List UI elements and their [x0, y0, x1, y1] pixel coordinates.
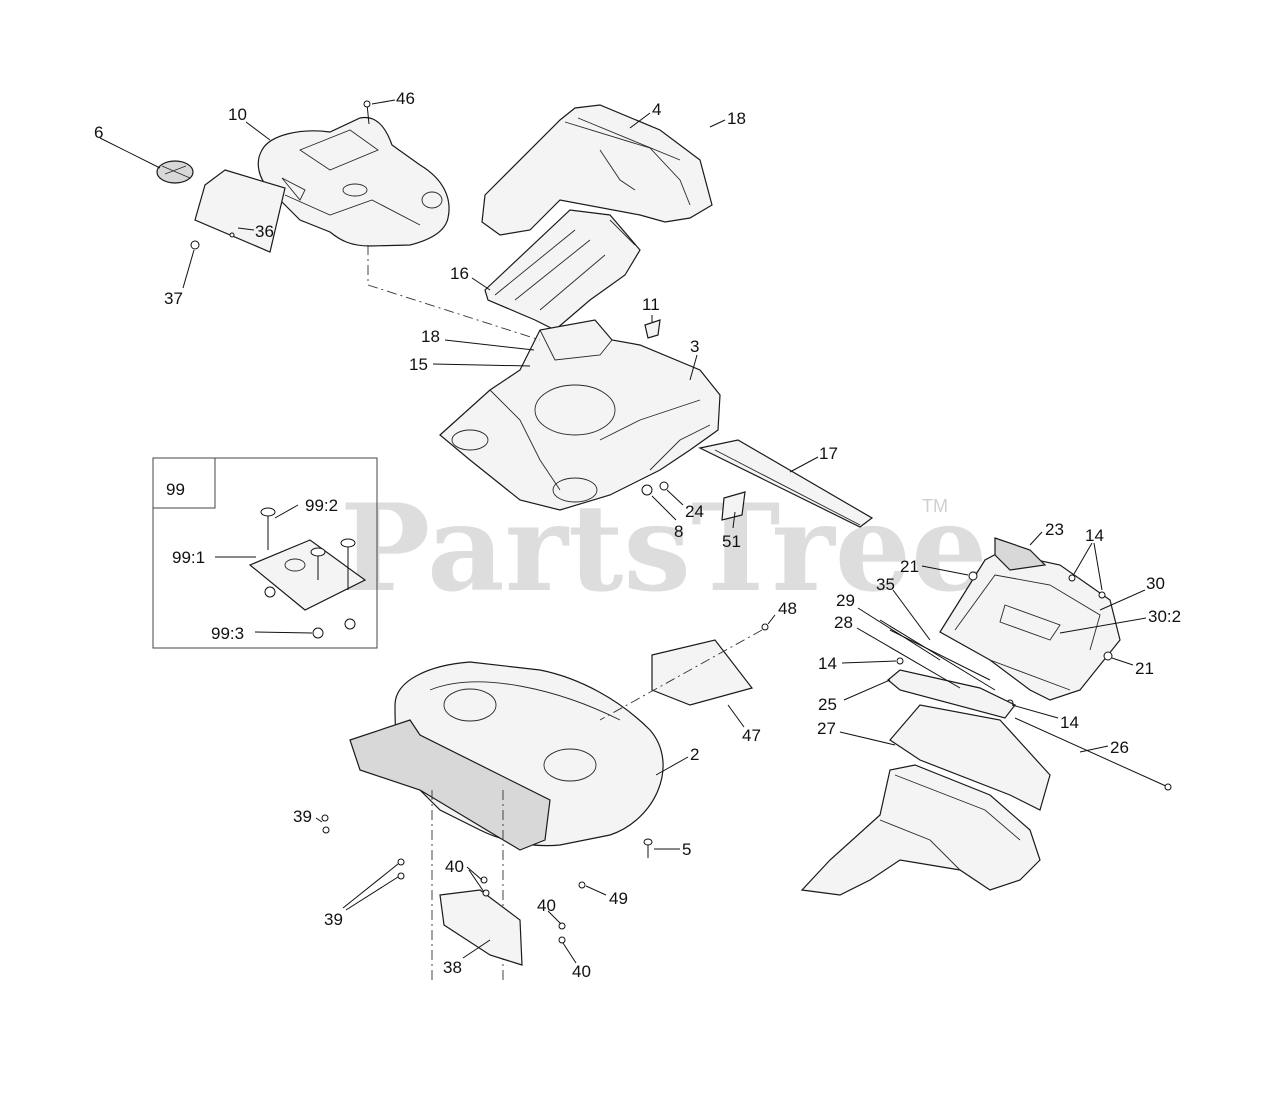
inset-99: 99: [152, 457, 378, 649]
callout-15: 15: [409, 355, 428, 374]
watermark-text: PartsTree: [340, 478, 987, 619]
part-51-label[interactable]: [721, 491, 746, 521]
callout-99-3: 99:3: [211, 624, 244, 643]
callout-51: 51: [722, 532, 741, 551]
part-99-3-nuts[interactable]: [264, 586, 356, 639]
callout-48: 48: [778, 599, 797, 618]
alignment-line-48: [599, 629, 763, 721]
callout-40-bottom: 40: [572, 962, 591, 981]
part-49-screw[interactable]: [578, 881, 586, 889]
part-16-guide[interactable]: [484, 209, 641, 331]
callout-38: 38: [443, 958, 462, 977]
callout-8: 8: [674, 522, 683, 541]
part-48-screw[interactable]: [761, 623, 769, 631]
callout-46: 46: [396, 89, 415, 108]
lower-right-duct[interactable]: [800, 764, 1041, 896]
callout-39-top: 39: [293, 807, 312, 826]
callout-30: 30: [1146, 574, 1165, 593]
callout-4: 4: [652, 100, 661, 119]
callout-28: 28: [834, 613, 853, 632]
callout-14-left: 14: [818, 654, 837, 673]
callout-3: 3: [690, 337, 699, 356]
part-5-bolt[interactable]: [643, 838, 653, 858]
part-8-24-hardware[interactable]: [641, 481, 669, 496]
callout-14-right: 14: [1060, 713, 1079, 732]
callout-40-top: 40: [445, 857, 464, 876]
callout-40-mid: 40: [537, 896, 556, 915]
callout-23: 23: [1045, 520, 1064, 539]
callout-27: 27: [817, 719, 836, 738]
part-47-plate[interactable]: [651, 639, 754, 706]
callout-99-1: 99:1: [172, 548, 205, 567]
alignment-lines-38: [431, 790, 504, 980]
alignment-line-cover: [367, 245, 541, 341]
part-38-bracket[interactable]: [439, 889, 523, 966]
part-99-1-plate[interactable]: [248, 539, 367, 611]
watermark-trademark: TM: [922, 496, 948, 516]
part-39-40-hardware[interactable]: [321, 814, 566, 944]
part-26-rod[interactable]: [1014, 717, 1172, 791]
callout-39-bottom: 39: [324, 910, 343, 929]
part-6-knob[interactable]: [156, 160, 194, 184]
callout-21-right: 21: [1135, 659, 1154, 678]
part-37-nut[interactable]: [190, 240, 200, 250]
callout-24: 24: [685, 502, 704, 521]
callout-10: 10: [228, 105, 247, 124]
callout-14-top: 14: [1085, 526, 1104, 545]
part-27-plate[interactable]: [889, 704, 1051, 811]
callout-37: 37: [164, 289, 183, 308]
part-99-2-bolts[interactable]: [260, 507, 356, 590]
part-11-clip[interactable]: [644, 319, 661, 339]
callout-16: 16: [450, 264, 469, 283]
part-46-bolt[interactable]: [363, 100, 371, 125]
callout-99-2: 99:2: [305, 496, 338, 515]
callout-2: 2: [690, 745, 699, 764]
part-3-frame[interactable]: [439, 319, 721, 511]
part-25-linkage[interactable]: [879, 619, 1016, 719]
callout-47: 47: [742, 726, 761, 745]
callout-49: 49: [609, 889, 628, 908]
part-17-bar[interactable]: [698, 439, 874, 528]
callout-17: 17: [819, 444, 838, 463]
part-36-plate[interactable]: [194, 169, 286, 253]
callout-25: 25: [818, 695, 837, 714]
part-10-top-cover[interactable]: [257, 116, 450, 247]
part-23-knob[interactable]: [994, 537, 1047, 571]
watermark: PartsTree TM: [340, 478, 987, 619]
callouts: 6 10 46 36 37 4 18 16 11 18 15 3 17 24 8…: [94, 89, 1181, 981]
part-4-duct[interactable]: [481, 104, 713, 236]
callout-11: 11: [642, 295, 660, 314]
callout-26: 26: [1110, 738, 1129, 757]
callout-5: 5: [682, 840, 691, 859]
inset-label: 99: [166, 480, 185, 499]
callout-18-top: 18: [727, 109, 746, 128]
callout-30-2: 30:2: [1148, 607, 1181, 626]
callout-36: 36: [255, 222, 274, 241]
callout-29: 29: [836, 591, 855, 610]
callout-18-frame: 18: [421, 327, 440, 346]
callout-35: 35: [876, 575, 895, 594]
part-2-deck[interactable]: [349, 661, 664, 851]
callout-6: 6: [94, 123, 103, 142]
callout-21-left: 21: [900, 557, 919, 576]
